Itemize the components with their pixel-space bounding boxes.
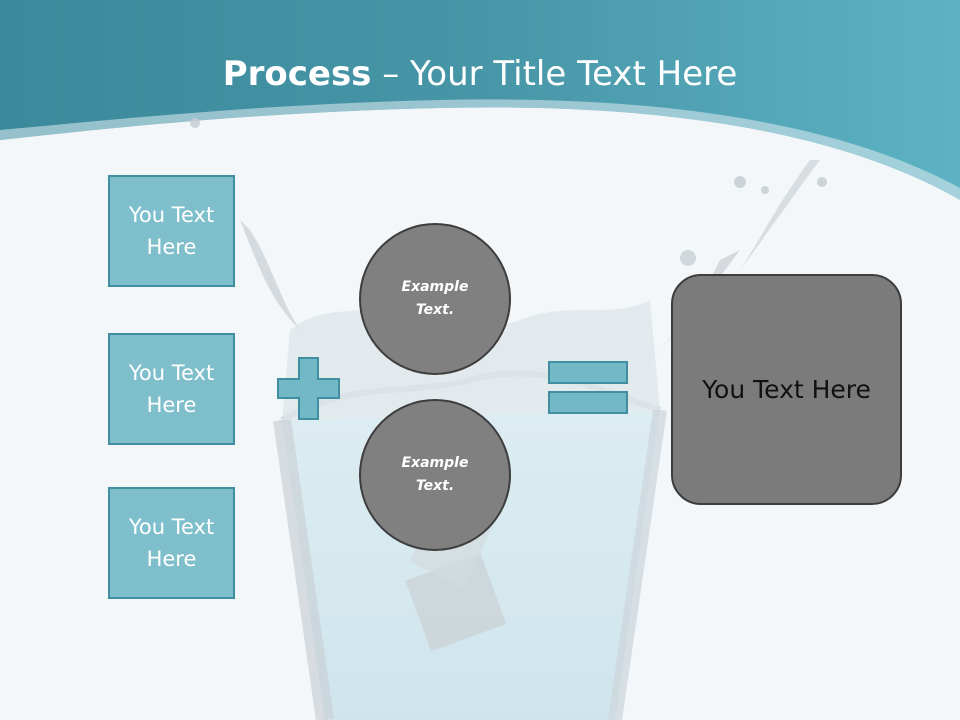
title-bold: Process bbox=[222, 54, 372, 94]
equals-icon bbox=[548, 361, 628, 414]
left-text-box-2: You Text Here bbox=[108, 333, 235, 445]
slide-title: Process – Your Title Text Here bbox=[0, 52, 960, 96]
left-text-box-label: You Text Here bbox=[128, 203, 215, 259]
left-text-box-label: You Text Here bbox=[128, 515, 215, 571]
result-box: You Text Here bbox=[671, 274, 902, 505]
circle-label: Example Text. bbox=[401, 455, 469, 494]
example-circle-1: Example Text. bbox=[359, 223, 511, 375]
plus-icon bbox=[277, 357, 340, 420]
left-text-box-1: You Text Here bbox=[108, 175, 235, 287]
left-text-box-label: You Text Here bbox=[128, 361, 215, 417]
left-text-box-3: You Text Here bbox=[108, 487, 235, 599]
result-label: You Text Here bbox=[702, 375, 871, 404]
example-circle-2: Example Text. bbox=[359, 399, 511, 551]
circle-label: Example Text. bbox=[401, 279, 469, 318]
title-rest: – Your Title Text Here bbox=[371, 54, 738, 94]
